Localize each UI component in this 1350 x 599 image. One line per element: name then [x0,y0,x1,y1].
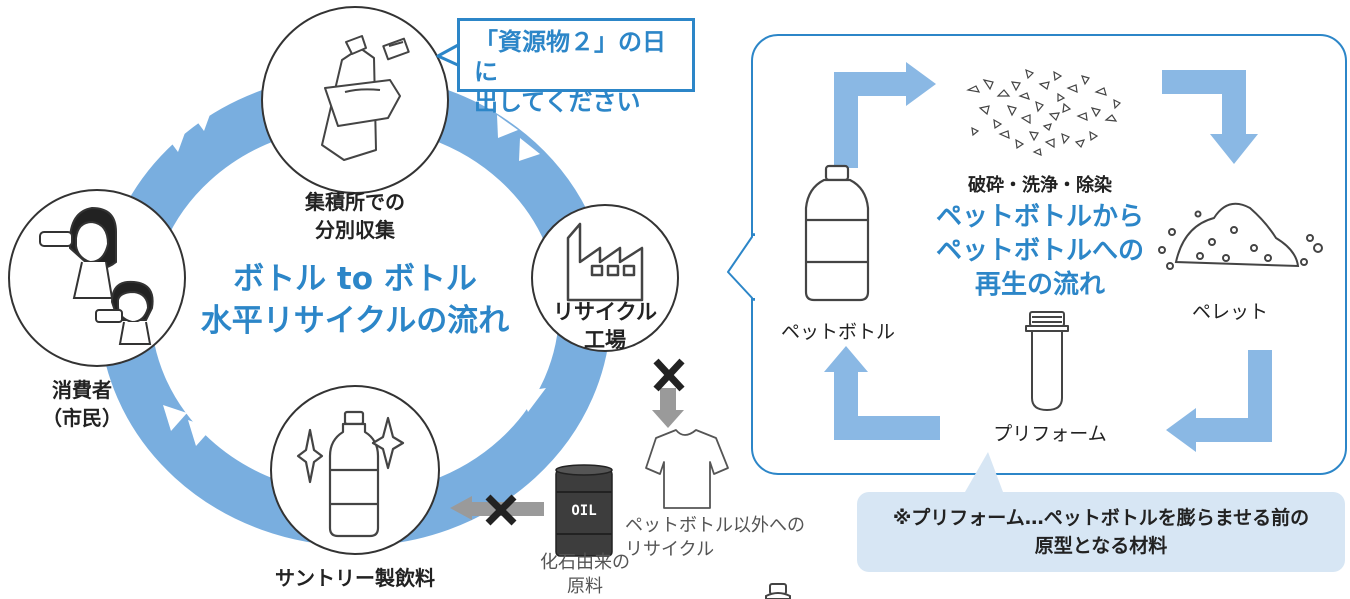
bottle-label: ペットボトル [780,321,895,343]
other-recycle-label-line1: ペットボトル以外への [625,515,805,536]
preform-icon [1025,311,1069,411]
consumer-label-line2: （市民） [42,406,122,430]
pellet-icon [1158,202,1323,270]
note-line2: 原型となる材料 [1034,535,1168,557]
flakes-icon [966,68,1122,156]
bottle-icon [804,164,870,302]
factory-label-line2: 工場 [584,328,626,352]
collection-label-line2: 分別収集 [315,218,395,242]
callout-line1: 「資源物２」の日に [474,28,666,86]
main-title-line1: ボトル to ボトル [233,261,477,297]
fossil-label-line2: 原料 [567,576,603,597]
collection-label: 集積所での 分別収集 [255,188,455,244]
panel-title-line1: ペットボトルから [935,202,1144,232]
other-recycle-label-line2: リサイクル [625,539,715,560]
callout-box: 「資源物２」の日に 出してください [457,18,695,116]
tshirt-icon [645,429,729,509]
collection-label-line1: 集積所での [305,190,405,214]
factory-label-line1: リサイクル [553,300,657,324]
panel-title-line3: 再生の流れ [974,270,1105,300]
note-line1: ※プリフォーム…ペットボトルを膨らませる前の [892,507,1310,529]
preform-label: プリフォーム [993,423,1107,445]
cross-mark-icon [653,358,685,392]
preform-note: ※プリフォーム…ペットボトルを膨らませる前の 原型となる材料 [857,492,1345,572]
cross-mark-icon [485,494,517,526]
panel-title-line2: ペットボトルへの [935,236,1144,266]
drink-label: サントリー製飲料 [275,566,435,590]
fossil-label-line1: 化石由来の [540,552,630,573]
bottle-icon [765,583,791,599]
panel-flow-arrows [824,62,1272,452]
consumer-label: 消費者 （市民） [12,376,152,432]
sparkling-bottle-icon [296,410,405,538]
main-title-line2: 水平リサイクルの流れ [200,303,510,339]
fossil-label: 化石由来の 原料 [520,551,650,599]
factory-icon [566,222,644,302]
consumer-label-line1: 消費者 [52,378,112,402]
other-recycle-label: ペットボトル以外への リサイクル [625,514,845,562]
factory-label: リサイクル 工場 [545,298,665,354]
panel-title: ペットボトルから ペットボトルへの 再生の流れ [900,200,1180,302]
oil-drum-text: OIL [571,503,597,519]
pellet-label: ペレット [1191,301,1268,323]
bottle-crushed-icon [321,35,410,161]
oil-drum-icon [555,464,613,557]
crush-label: 破砕・洗浄・除染 [968,175,1112,196]
note-pointer [965,452,1003,492]
main-title: ボトル to ボトル 水平リサイクルの流れ [190,258,520,342]
ring-arrows [163,109,546,446]
people-drinking-icon [39,206,154,345]
down-arrow-to-other [652,388,684,428]
callout-line2: 出してください [474,88,641,116]
